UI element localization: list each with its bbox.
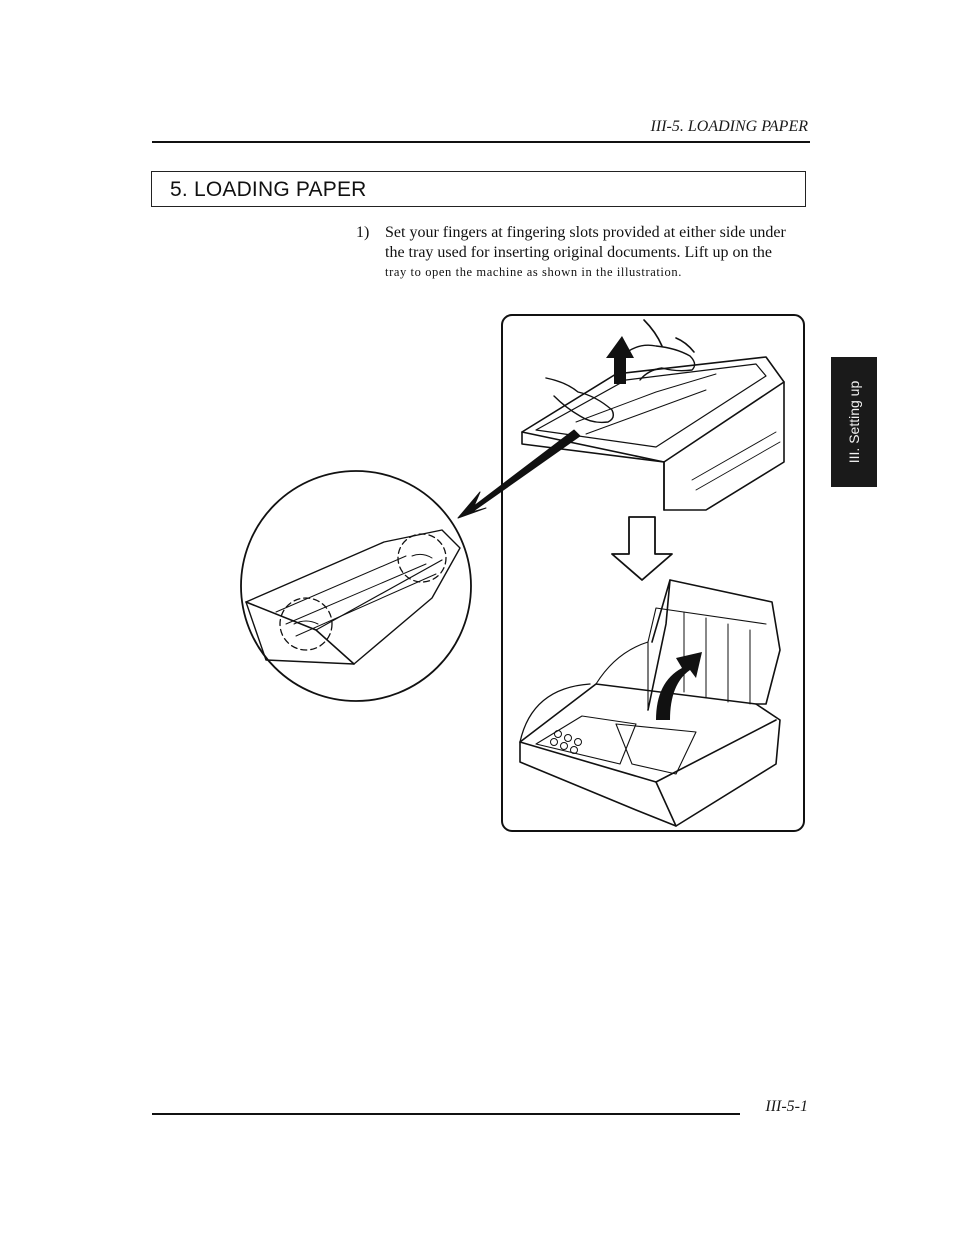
down-arrow-icon bbox=[611, 516, 673, 581]
side-tab: III. Setting up bbox=[831, 357, 877, 487]
open-fax-lifted-tray-icon bbox=[519, 579, 781, 827]
section-title-box: 5. LOADING PAPER bbox=[151, 171, 806, 207]
lift-arrow-icon bbox=[606, 336, 634, 384]
step-line-3: tray to open the machine as shown in the… bbox=[385, 265, 682, 279]
step-line-1: Set your fingers at fingering slots prov… bbox=[385, 224, 786, 241]
section-title: 5. LOADING PAPER bbox=[170, 178, 367, 201]
page-number: III-5-1 bbox=[765, 1098, 808, 1115]
header-rule bbox=[152, 141, 810, 143]
curved-lift-arrow-icon bbox=[656, 652, 702, 720]
step-text: Set your fingers at fingering slots prov… bbox=[385, 223, 811, 281]
step-line-2: the tray used for inserting original doc… bbox=[385, 244, 773, 261]
footer-rule bbox=[152, 1113, 740, 1115]
zoom-pointer-arrow-icon bbox=[457, 429, 581, 519]
closed-fax-hands-lifting-tray-icon bbox=[521, 319, 785, 511]
illustration-frame bbox=[501, 314, 805, 832]
running-header: III-5. LOADING PAPER bbox=[650, 118, 808, 135]
fingering-slot-closeup-icon bbox=[240, 470, 472, 702]
side-tab-label: III. Setting up bbox=[846, 380, 862, 464]
step-number: 1) bbox=[356, 224, 370, 241]
loading-paper-illustration bbox=[240, 314, 805, 832]
